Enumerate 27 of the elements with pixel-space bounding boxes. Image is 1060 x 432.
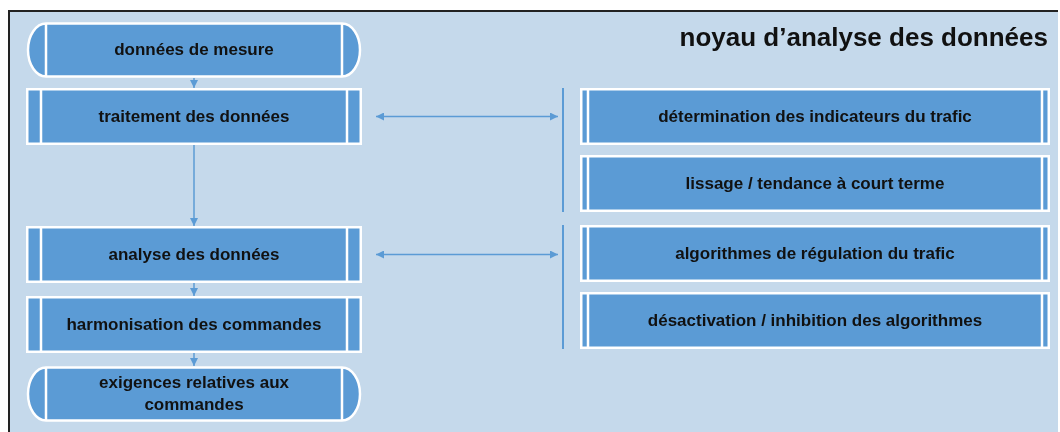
arrow [190,282,198,297]
diagram-title: noyau d’analyse des données [679,22,1048,53]
arrow [375,112,559,121]
bracket-line [561,225,565,349]
arrow [190,144,198,227]
process-box [26,296,362,353]
box-label: algorithmes de régulation du trafic [674,242,956,265]
box-label: analyse des données [107,243,281,266]
process-box [580,225,1050,282]
box-label: données de mesure [113,39,275,61]
process-box [580,292,1050,349]
arrow [190,352,198,367]
box-label: désactivation / inhibition des algorithmes [646,309,984,332]
box-label: harmonisation des commandes [65,313,323,336]
process-box [580,155,1050,212]
process-box [580,88,1050,145]
process-box [26,88,362,145]
process-box [26,226,362,283]
box-label: lissage / tendance à court terme [684,172,946,195]
box-label: détermination des indicateurs du trafic [657,105,973,128]
terminal-box [26,22,362,78]
arrow [375,250,559,259]
box-label: traitement des données [97,105,291,128]
arrow [190,77,198,89]
box-label: exigences relatives aux commandes [98,372,290,416]
terminal-box [26,366,362,422]
bracket-line [561,88,565,212]
